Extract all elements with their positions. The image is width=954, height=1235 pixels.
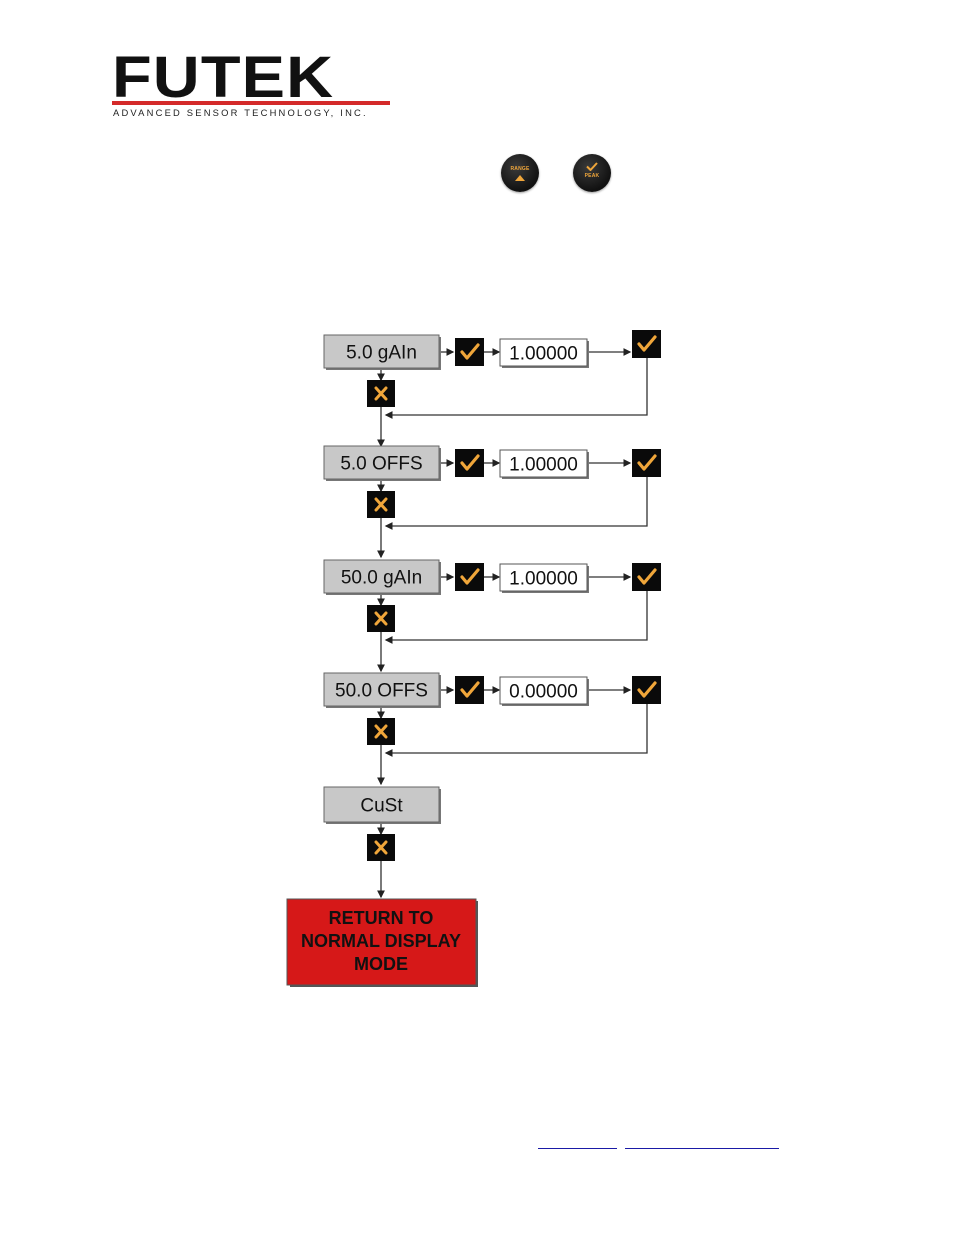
check-icon <box>455 449 484 477</box>
value-label: 1.00000 <box>509 569 578 590</box>
box-label: 50.0 gAIn <box>341 568 422 589</box>
check-icon <box>632 449 661 477</box>
value-label: 1.00000 <box>509 344 578 365</box>
footer-link-underline-1[interactable] <box>538 1148 617 1149</box>
footer-link-underline-2[interactable] <box>625 1148 779 1149</box>
return-connector <box>386 591 647 640</box>
icon-bg <box>632 563 661 591</box>
return-label-line: RETURN TO <box>329 908 434 928</box>
value-label: 0.00000 <box>509 682 578 703</box>
check-icon <box>632 563 661 591</box>
value-label: 1.00000 <box>509 455 578 476</box>
box-label: 5.0 OFFS <box>340 454 422 475</box>
x-icon <box>367 718 395 745</box>
menu-step-box-final: CuSt <box>324 787 441 824</box>
menu-step-box: 5.0 OFFS <box>324 446 441 481</box>
x-icon <box>367 834 395 861</box>
value-display-box: 1.00000 <box>500 564 589 593</box>
icon-bg <box>632 676 661 704</box>
return-connector <box>386 477 647 526</box>
check-icon <box>632 330 661 358</box>
return-to-normal-box: RETURN TO NORMAL DISPLAY MODE <box>287 899 478 987</box>
check-icon <box>455 338 484 366</box>
value-display-box: 1.00000 <box>500 339 589 368</box>
box-label: 50.0 OFFS <box>335 681 428 702</box>
check-icon <box>455 563 484 591</box>
icon-bg <box>632 449 661 477</box>
value-display-box: 1.00000 <box>500 450 589 479</box>
return-connector <box>386 704 647 753</box>
return-label-line: NORMAL DISPLAY <box>301 931 461 951</box>
x-icon <box>367 605 395 632</box>
box-label: CuSt <box>360 796 403 817</box>
icon-bg <box>455 449 484 477</box>
menu-step-box: 5.0 gAIn <box>324 335 441 370</box>
check-icon <box>632 676 661 704</box>
menu-step-box: 50.0 gAIn <box>324 560 441 595</box>
x-icon <box>367 380 395 407</box>
return-label-line: MODE <box>354 954 408 974</box>
icon-bg <box>455 338 484 366</box>
check-icon <box>455 676 484 704</box>
box-label: 5.0 gAIn <box>346 343 417 364</box>
icon-bg <box>455 676 484 704</box>
x-icon <box>367 491 395 518</box>
value-display-box: 0.00000 <box>500 677 589 706</box>
menu-step-box: 50.0 OFFS <box>324 673 441 708</box>
icon-bg <box>632 330 661 358</box>
icon-bg <box>455 563 484 591</box>
